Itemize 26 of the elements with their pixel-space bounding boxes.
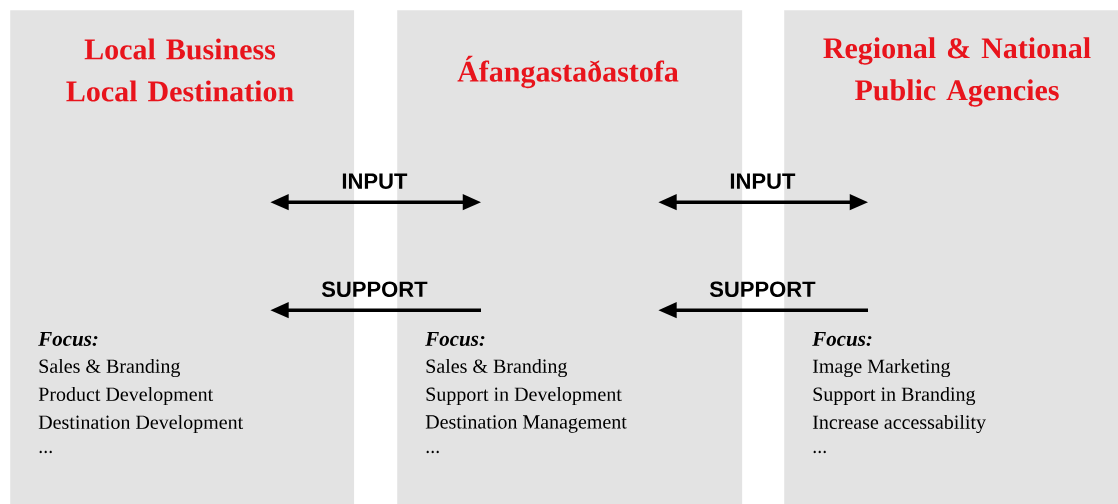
focus-item: Destination Management [425, 415, 627, 433]
focus-item: Support in Branding [813, 386, 976, 406]
edge-label: INPUT [342, 173, 408, 189]
focus-item: Image Marketing [812, 358, 951, 378]
arrow [658, 194, 868, 211]
focus-item: Destination Development [38, 414, 244, 434]
edge-label: INPUT [730, 173, 796, 189]
focus-heading: Focus: [38, 332, 98, 347]
focus-item: Sales & Branding [426, 358, 568, 378]
panel-title: Regional & National Public Agencies [823, 37, 1091, 107]
focus-item: Product Development [38, 386, 214, 406]
panel-title: Áfangastaðastofa [457, 55, 679, 89]
panel-title: Local Business Local Destination [66, 38, 294, 102]
focus-item: Sales & Branding [39, 358, 181, 378]
arrow [270, 302, 481, 319]
focus-heading: Focus: [812, 332, 872, 347]
focus-item: Increase accessability [812, 414, 986, 434]
arrow [270, 194, 481, 211]
edge-label: SUPPORT [321, 281, 428, 297]
arrow [658, 302, 868, 319]
focus-item: ... [426, 450, 439, 454]
focus-item: ... [39, 450, 52, 454]
focus-heading: Focus: [425, 332, 485, 347]
edge-label: SUPPORT [709, 281, 816, 297]
focus-item: ... [813, 450, 826, 454]
focus-item: Support in Development [426, 386, 622, 406]
